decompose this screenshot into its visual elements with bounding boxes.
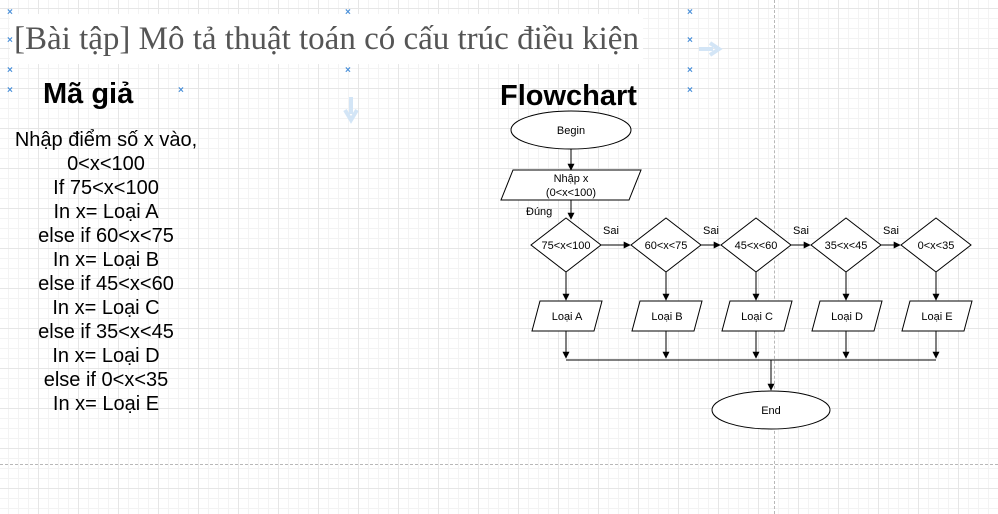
page-title[interactable]: [Bài tập] Mô tả thuật toán có cấu trúc đ… [10, 14, 643, 64]
pseudocode-line: Nhập điểm số x vào, [14, 129, 198, 151]
selection-handle-icon[interactable]: × [687, 85, 693, 96]
condition-label-2: 60<x<75 [645, 240, 688, 252]
output-node-4[interactable] [811, 300, 883, 332]
false-label: Sai [703, 225, 719, 237]
selection-handle-icon[interactable]: × [7, 35, 13, 46]
flowchart-heading[interactable]: Flowchart [500, 80, 637, 112]
begin-label: Begin [557, 125, 585, 137]
condition-label-3: 45<x<60 [735, 240, 778, 252]
pseudocode-block[interactable]: Nhập điểm số x vào, 0<x<100 If 75<x<100 … [6, 128, 206, 416]
selection-handle-icon[interactable]: × [687, 65, 693, 76]
selection-handle-icon[interactable]: × [345, 7, 351, 18]
selection-handle-icon[interactable]: × [687, 7, 693, 18]
input-label-line1: Nhập x [554, 173, 589, 185]
output-label-1: Loại A [552, 311, 583, 323]
end-label: End [761, 405, 781, 417]
pseudocode-line: In x= Loại E [52, 393, 160, 415]
page-break-horizontal [0, 464, 998, 465]
output-node-5[interactable] [901, 300, 973, 332]
false-label: Sai [793, 225, 809, 237]
selection-handle-icon[interactable]: × [687, 35, 693, 46]
false-label: Sai [883, 225, 899, 237]
pseudocode-line: else if 45<x<60 [38, 273, 174, 295]
input-node[interactable] [500, 169, 642, 201]
pseudocode-line: If 75<x<100 [53, 177, 159, 199]
selection-handle-icon[interactable]: × [7, 65, 13, 76]
output-label-5: Loại E [921, 311, 952, 323]
selection-handle-icon[interactable]: × [345, 65, 351, 76]
true-label: Đúng [526, 206, 552, 218]
output-node-3[interactable] [721, 300, 793, 332]
pseudocode-line: else if 35<x<45 [38, 321, 174, 343]
condition-label-5: 0<x<35 [918, 240, 955, 252]
pseudocode-line: else if 60<x<75 [38, 225, 174, 247]
guide-arrow-right-icon[interactable] [698, 40, 724, 58]
condition-label-4: 35<x<45 [825, 240, 868, 252]
output-label-2: Loại B [651, 311, 682, 323]
output-label-4: Loại D [831, 311, 863, 323]
selection-handle-icon[interactable]: × [7, 7, 13, 18]
selection-handle-icon[interactable]: × [178, 85, 184, 96]
output-node-1[interactable] [531, 300, 603, 332]
output-label-3: Loại C [741, 311, 773, 323]
pseudocode-line: In x= Loại D [52, 345, 160, 367]
input-label-line2: (0<x<100) [546, 187, 596, 199]
pseudocode-heading[interactable]: Mã giả [43, 78, 134, 110]
guide-arrow-down-icon[interactable] [342, 96, 360, 124]
pseudocode-line: else if 0<x<35 [43, 369, 169, 391]
pseudocode-line: In x= Loại A [53, 201, 159, 223]
selection-handle-icon[interactable]: × [7, 85, 13, 96]
end-node[interactable] [711, 390, 831, 430]
condition-label-1: 75<x<100 [542, 240, 591, 252]
pseudocode-line: In x= Loại C [52, 297, 160, 319]
output-node-2[interactable] [631, 300, 703, 332]
false-label: Sai [603, 225, 619, 237]
pseudocode-line: In x= Loại B [52, 249, 160, 271]
pseudocode-line: 0<x<100 [67, 153, 145, 175]
